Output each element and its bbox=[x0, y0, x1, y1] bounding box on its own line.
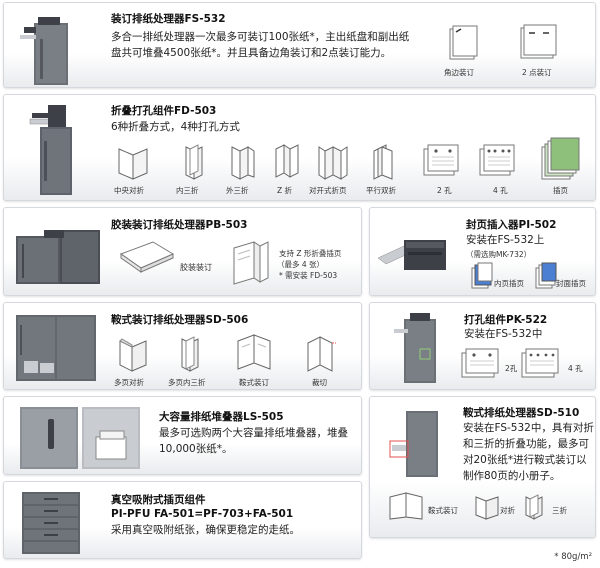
fd503-machine-image bbox=[29, 105, 72, 195]
sd506-title: 鞍式装订排纸处理器SD-506 bbox=[111, 314, 249, 326]
trimming-icon bbox=[307, 336, 336, 372]
fd503-caption-gate-fold: 对开式折页 bbox=[309, 186, 347, 195]
card-pb503: 胶装装订排纸处理器PB-503 胶装装订 支持 Z 形折叠插页 （最多 4 张）… bbox=[3, 207, 362, 296]
pb503-note-requires: * 需安装 FD-503 bbox=[279, 271, 338, 280]
sd506-machine-image bbox=[16, 315, 96, 381]
pk522-description: 安装在FS-532中 bbox=[464, 328, 543, 340]
pi502-title: 封页插入器PI-502 bbox=[466, 219, 557, 231]
gate-fold-icon bbox=[318, 146, 348, 180]
pk522-machine-image bbox=[394, 313, 436, 383]
card-fd503: 折叠打孔组件FD-503 6种折叠方式，4种打孔方式 bbox=[3, 94, 596, 201]
card-ls505: 大容量排纸堆叠器LS-505 最多可选购两个大容量排纸堆叠器，堆叠10,000张… bbox=[3, 396, 362, 475]
four-hole-icon bbox=[479, 144, 515, 176]
pi502-caption-inner: 内页插页 bbox=[494, 279, 524, 288]
insert-sheet-icon bbox=[541, 137, 580, 180]
sd510-caption-half: 对折 bbox=[500, 506, 515, 515]
pi-pfu-description: 采用真空吸附纸张，确保更稳定的走纸。 bbox=[111, 524, 300, 536]
card-pk522: 打孔组件PK-522 安装在FS-532中 2孔 4 孔 bbox=[369, 302, 596, 390]
pi502-caption-cover: 封面插页 bbox=[556, 279, 586, 288]
pi502-sub: （需选购MK-732） bbox=[466, 250, 532, 259]
card-sd510: 鞍式排纸处理器SD-510 安装在FS-532中，具有对折和三折的折叠功能，最多… bbox=[369, 396, 596, 538]
sd510-half-fold-icon bbox=[475, 496, 499, 520]
pi-pfu-machine-image bbox=[22, 492, 80, 554]
ls505-title: 大容量排纸堆叠器LS-505 bbox=[159, 411, 284, 423]
pi-pfu-title: 真空吸附式插页组件 bbox=[111, 494, 206, 506]
pk522-caption-four: 4 孔 bbox=[568, 364, 583, 373]
pb503-machine-image bbox=[16, 230, 100, 284]
sd510-caption-saddle: 鞍式装订 bbox=[428, 506, 458, 515]
fd503-caption-letter-in: 内三折 bbox=[176, 186, 199, 195]
letter-fold-in-icon bbox=[185, 144, 203, 180]
sd510-title: 鞍式排纸处理器SD-510 bbox=[463, 407, 580, 419]
fd503-caption-double-parallel: 平行双折 bbox=[366, 186, 396, 195]
fs532-caption-corner: 角边装订 bbox=[444, 68, 474, 77]
sd506-caption-trim: 裁切 bbox=[312, 378, 327, 387]
card-pi-pfu: 真空吸附式插页组件 PI-PFU FA-501=PF-703+FA-501 采用… bbox=[3, 481, 362, 559]
pb503-caption-glue: 胶装装订 bbox=[180, 263, 212, 272]
pk522-title: 打孔组件PK-522 bbox=[464, 314, 548, 326]
fd503-caption-two-hole: 2 孔 bbox=[437, 186, 452, 195]
pi-pfu-model: PI-PFU FA-501=PF-703+FA-501 bbox=[111, 508, 294, 520]
fd503-caption-letter-out: 外三折 bbox=[226, 186, 249, 195]
multi-half-fold-icon bbox=[119, 338, 147, 372]
pk522-two-hole-icon bbox=[461, 348, 499, 378]
ls505-machine-image bbox=[20, 407, 140, 469]
half-fold-icon bbox=[118, 148, 148, 180]
card-sd506: 鞍式装订排纸处理器SD-506 多页对折 多页内三折 鞍式装订 裁切 bbox=[3, 302, 362, 390]
sd506-caption-saddle: 鞍式装订 bbox=[239, 378, 269, 387]
z-fold-insert-book-icon bbox=[233, 241, 269, 285]
two-point-staple-icon bbox=[520, 24, 557, 59]
fs532-machine-image bbox=[20, 17, 68, 85]
inner-insert-icon bbox=[471, 262, 493, 289]
cover-insert-icon bbox=[535, 262, 557, 289]
pi502-description: 安装在FS-532上 bbox=[466, 234, 545, 246]
pk522-four-hole-icon bbox=[521, 348, 559, 378]
corner-staple-icon bbox=[449, 25, 478, 60]
fd503-caption-z-fold: Z 折 bbox=[277, 186, 293, 195]
pb503-note-zfold: 支持 Z 形折叠插页 bbox=[279, 249, 342, 258]
sd510-tri-fold-icon bbox=[525, 494, 543, 520]
saddle-stitch-icon bbox=[237, 334, 271, 370]
footnote: * 80g/m² bbox=[554, 552, 592, 562]
pb503-note-max: （最多 4 张） bbox=[277, 260, 325, 269]
fs532-caption-two-point: 2 点装订 bbox=[522, 68, 552, 77]
card-pi502: 封页插入器PI-502 安装在FS-532上 （需选购MK-732） 内页插页 … bbox=[369, 207, 596, 296]
fd503-caption-insert: 插页 bbox=[553, 186, 568, 195]
letter-fold-out-icon bbox=[231, 146, 255, 180]
multi-letter-fold-icon bbox=[181, 336, 199, 372]
pi502-machine-image bbox=[377, 240, 446, 270]
fs532-title: 装订排纸处理器FS-532 bbox=[111, 13, 226, 25]
fd503-title: 折叠打孔组件FD-503 bbox=[111, 105, 217, 117]
double-parallel-fold-icon bbox=[373, 144, 393, 180]
perfect-bound-book-icon bbox=[119, 241, 175, 273]
sd510-saddle-icon bbox=[389, 492, 423, 520]
sd510-caption-tri: 三折 bbox=[552, 506, 567, 515]
sd506-caption-multi-half: 多页对折 bbox=[114, 378, 144, 387]
fd503-caption-four-hole: 4 孔 bbox=[493, 186, 508, 195]
fd503-description: 6种折叠方式，4种打孔方式 bbox=[111, 121, 240, 133]
fs532-description: 多合一排纸处理器一次最多可装订100张纸*，主出纸盘和副出纸盘共可堆叠4500张… bbox=[111, 31, 410, 59]
card-fs532: 装订排纸处理器FS-532 多合一排纸处理器一次最多可装订100张纸*，主出纸盘… bbox=[3, 2, 596, 88]
fd503-caption-half-fold: 中央对折 bbox=[114, 186, 144, 195]
z-fold-icon bbox=[275, 144, 299, 178]
pb503-title: 胶装装订排纸处理器PB-503 bbox=[111, 219, 248, 231]
sd510-description: 安装在FS-532中，具有对折和三折的折叠功能，最多可对20张纸*进行鞍式装订以… bbox=[463, 422, 594, 482]
pk522-caption-two: 2孔 bbox=[505, 364, 518, 373]
sd506-caption-multi-letter: 多页内三折 bbox=[168, 378, 206, 387]
two-hole-icon bbox=[423, 144, 459, 176]
sd510-machine-image bbox=[389, 411, 438, 477]
ls505-description: 最多可选购两个大容量排纸堆叠器，堆叠10,000张纸*。 bbox=[159, 427, 348, 455]
